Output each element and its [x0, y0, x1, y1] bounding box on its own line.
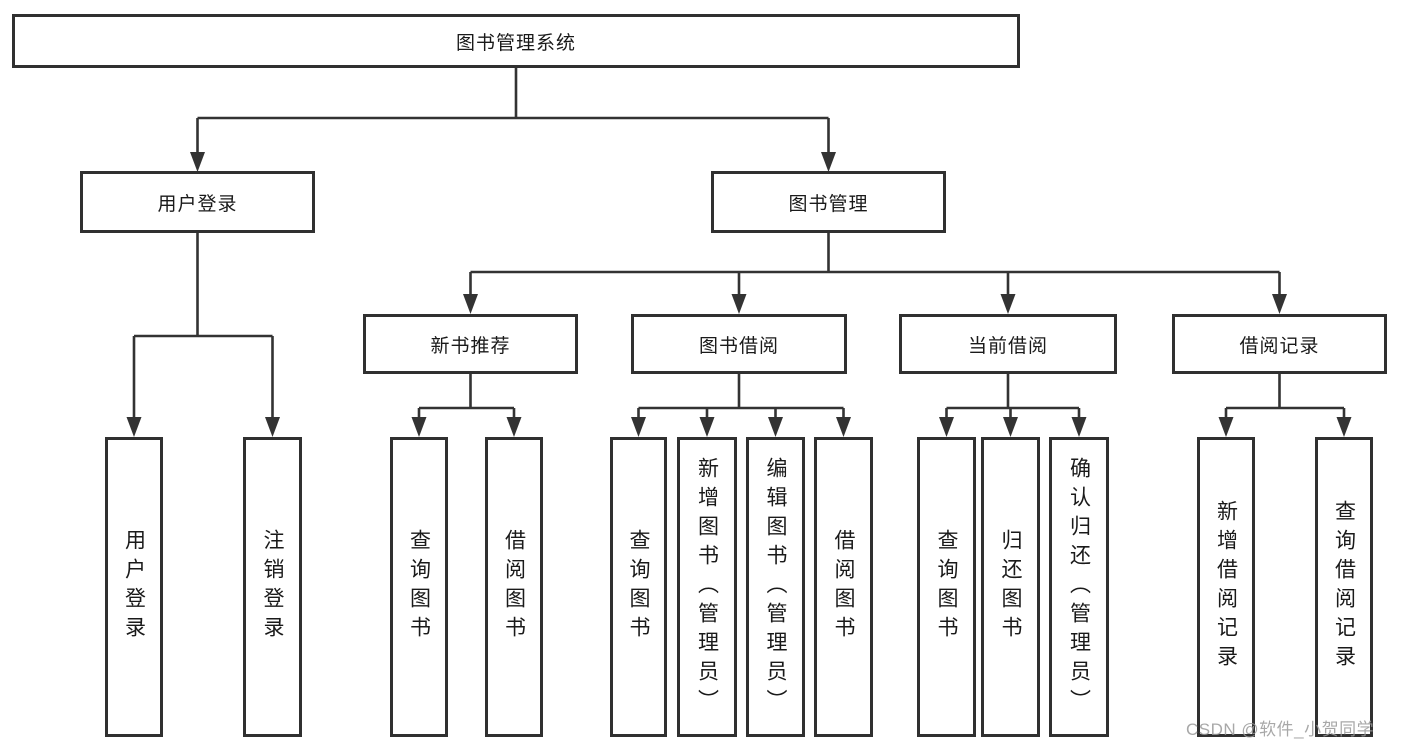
- node-book-management-label: 图书管理: [788, 193, 869, 215]
- leaf-records-add-record: 新增借阅记录: [1197, 437, 1255, 737]
- node-new-book-recommend-label: 新书推荐: [430, 335, 511, 357]
- node-user-login: 用户登录: [80, 171, 315, 233]
- leaf-newrec-borrow-book: 借阅图书: [485, 437, 543, 737]
- leaf-borrow-query-book-label: 查询图书: [627, 529, 650, 645]
- leaf-current-return-book-label: 归还图书: [999, 529, 1022, 645]
- leaf-current-query-book-label: 查询图书: [935, 529, 958, 645]
- leaf-user-login: 用户登录: [105, 437, 163, 737]
- leaf-current-confirm-return-admin-label: 确认归还（管理员）: [1067, 456, 1091, 718]
- leaf-logout: 注销登录: [243, 437, 302, 737]
- node-root: 图书管理系统: [12, 14, 1020, 68]
- leaf-borrow-add-book-admin-label: 新增图书（管理员）: [695, 456, 719, 718]
- leaf-borrow-add-book-admin: 新增图书（管理员）: [677, 437, 737, 737]
- leaf-records-add-record-label: 新增借阅记录: [1214, 500, 1238, 674]
- csdn-watermark: CSDN @软件_小贺同学: [1186, 720, 1375, 739]
- leaf-borrow-borrow-book: 借阅图书: [814, 437, 873, 737]
- node-current-borrow: 当前借阅: [899, 314, 1117, 374]
- node-root-label: 图书管理系统: [455, 32, 576, 54]
- leaf-current-query-book: 查询图书: [917, 437, 976, 737]
- leaf-records-query-record: 查询借阅记录: [1315, 437, 1373, 737]
- leaf-current-confirm-return-admin: 确认归还（管理员）: [1049, 437, 1109, 737]
- node-book-borrow: 图书借阅: [631, 314, 847, 374]
- node-book-management: 图书管理: [711, 171, 946, 233]
- leaf-current-return-book: 归还图书: [981, 437, 1040, 737]
- leaf-borrow-edit-book-admin-label: 编辑图书（管理员）: [764, 456, 787, 718]
- leaf-newrec-borrow-book-label: 借阅图书: [502, 529, 526, 645]
- leaf-borrow-edit-book-admin: 编辑图书（管理员）: [746, 437, 805, 737]
- node-current-borrow-label: 当前借阅: [967, 335, 1048, 357]
- node-book-borrow-label: 图书借阅: [698, 335, 779, 357]
- node-borrow-records: 借阅记录: [1172, 314, 1387, 374]
- node-user-login-label: 用户登录: [157, 193, 238, 215]
- leaf-newrec-query-book-label: 查询图书: [407, 529, 431, 645]
- leaf-user-login-label: 用户登录: [122, 529, 146, 645]
- node-borrow-records-label: 借阅记录: [1239, 335, 1320, 357]
- leaf-records-query-record-label: 查询借阅记录: [1332, 500, 1356, 674]
- leaf-logout-label: 注销登录: [261, 529, 284, 645]
- node-new-book-recommend: 新书推荐: [363, 314, 578, 374]
- leaf-borrow-borrow-book-label: 借阅图书: [832, 529, 855, 645]
- leaf-newrec-query-book: 查询图书: [390, 437, 448, 737]
- leaf-borrow-query-book: 查询图书: [610, 437, 667, 737]
